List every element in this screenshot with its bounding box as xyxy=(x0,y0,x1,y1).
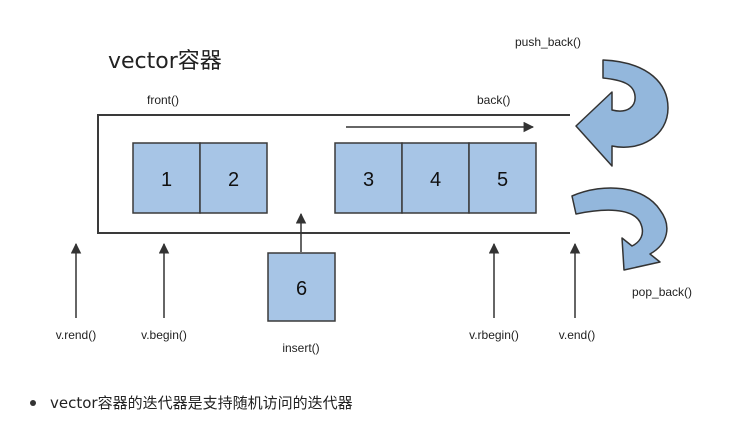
push-back-curved-arrow xyxy=(575,59,669,167)
begin-label: v.begin() xyxy=(141,328,187,342)
push-back-label: push_back() xyxy=(515,35,581,49)
cell-5-value: 5 xyxy=(497,169,508,191)
cell-6-value: 6 xyxy=(296,278,307,300)
end-label: v.end() xyxy=(559,328,595,342)
cell-3: 3 xyxy=(334,142,403,214)
vector-diagram: vector容器 front() back() 1 2 3 4 5 6 inse… xyxy=(56,35,692,355)
vector-container-outline xyxy=(97,114,570,234)
cell-2: 2 xyxy=(199,142,268,214)
pop-back-curved-arrow xyxy=(571,187,668,271)
pop-back-label: pop_back() xyxy=(632,285,692,299)
caption-text: vector容器的迭代器是支持随机访问的迭代器 xyxy=(50,394,353,412)
cell-1: 1 xyxy=(132,142,201,214)
diagram-title: vector容器 xyxy=(108,49,222,74)
cell-1-value: 1 xyxy=(161,169,172,191)
insert-label: insert() xyxy=(282,341,319,355)
cell-5: 5 xyxy=(468,142,537,214)
cell-3-value: 3 xyxy=(363,169,374,191)
rend-label: v.rend() xyxy=(56,328,96,342)
front-label: front() xyxy=(147,93,179,107)
cell-6: 6 xyxy=(267,252,336,322)
rbegin-label: v.rbegin() xyxy=(469,328,519,342)
back-label: back() xyxy=(477,93,510,107)
cell-4: 4 xyxy=(401,142,470,214)
cell-2-value: 2 xyxy=(228,169,239,191)
cell-4-value: 4 xyxy=(430,169,441,191)
bullet-icon xyxy=(30,399,36,406)
caption-list-item: vector容器的迭代器是支持随机访问的迭代器 xyxy=(30,392,353,413)
